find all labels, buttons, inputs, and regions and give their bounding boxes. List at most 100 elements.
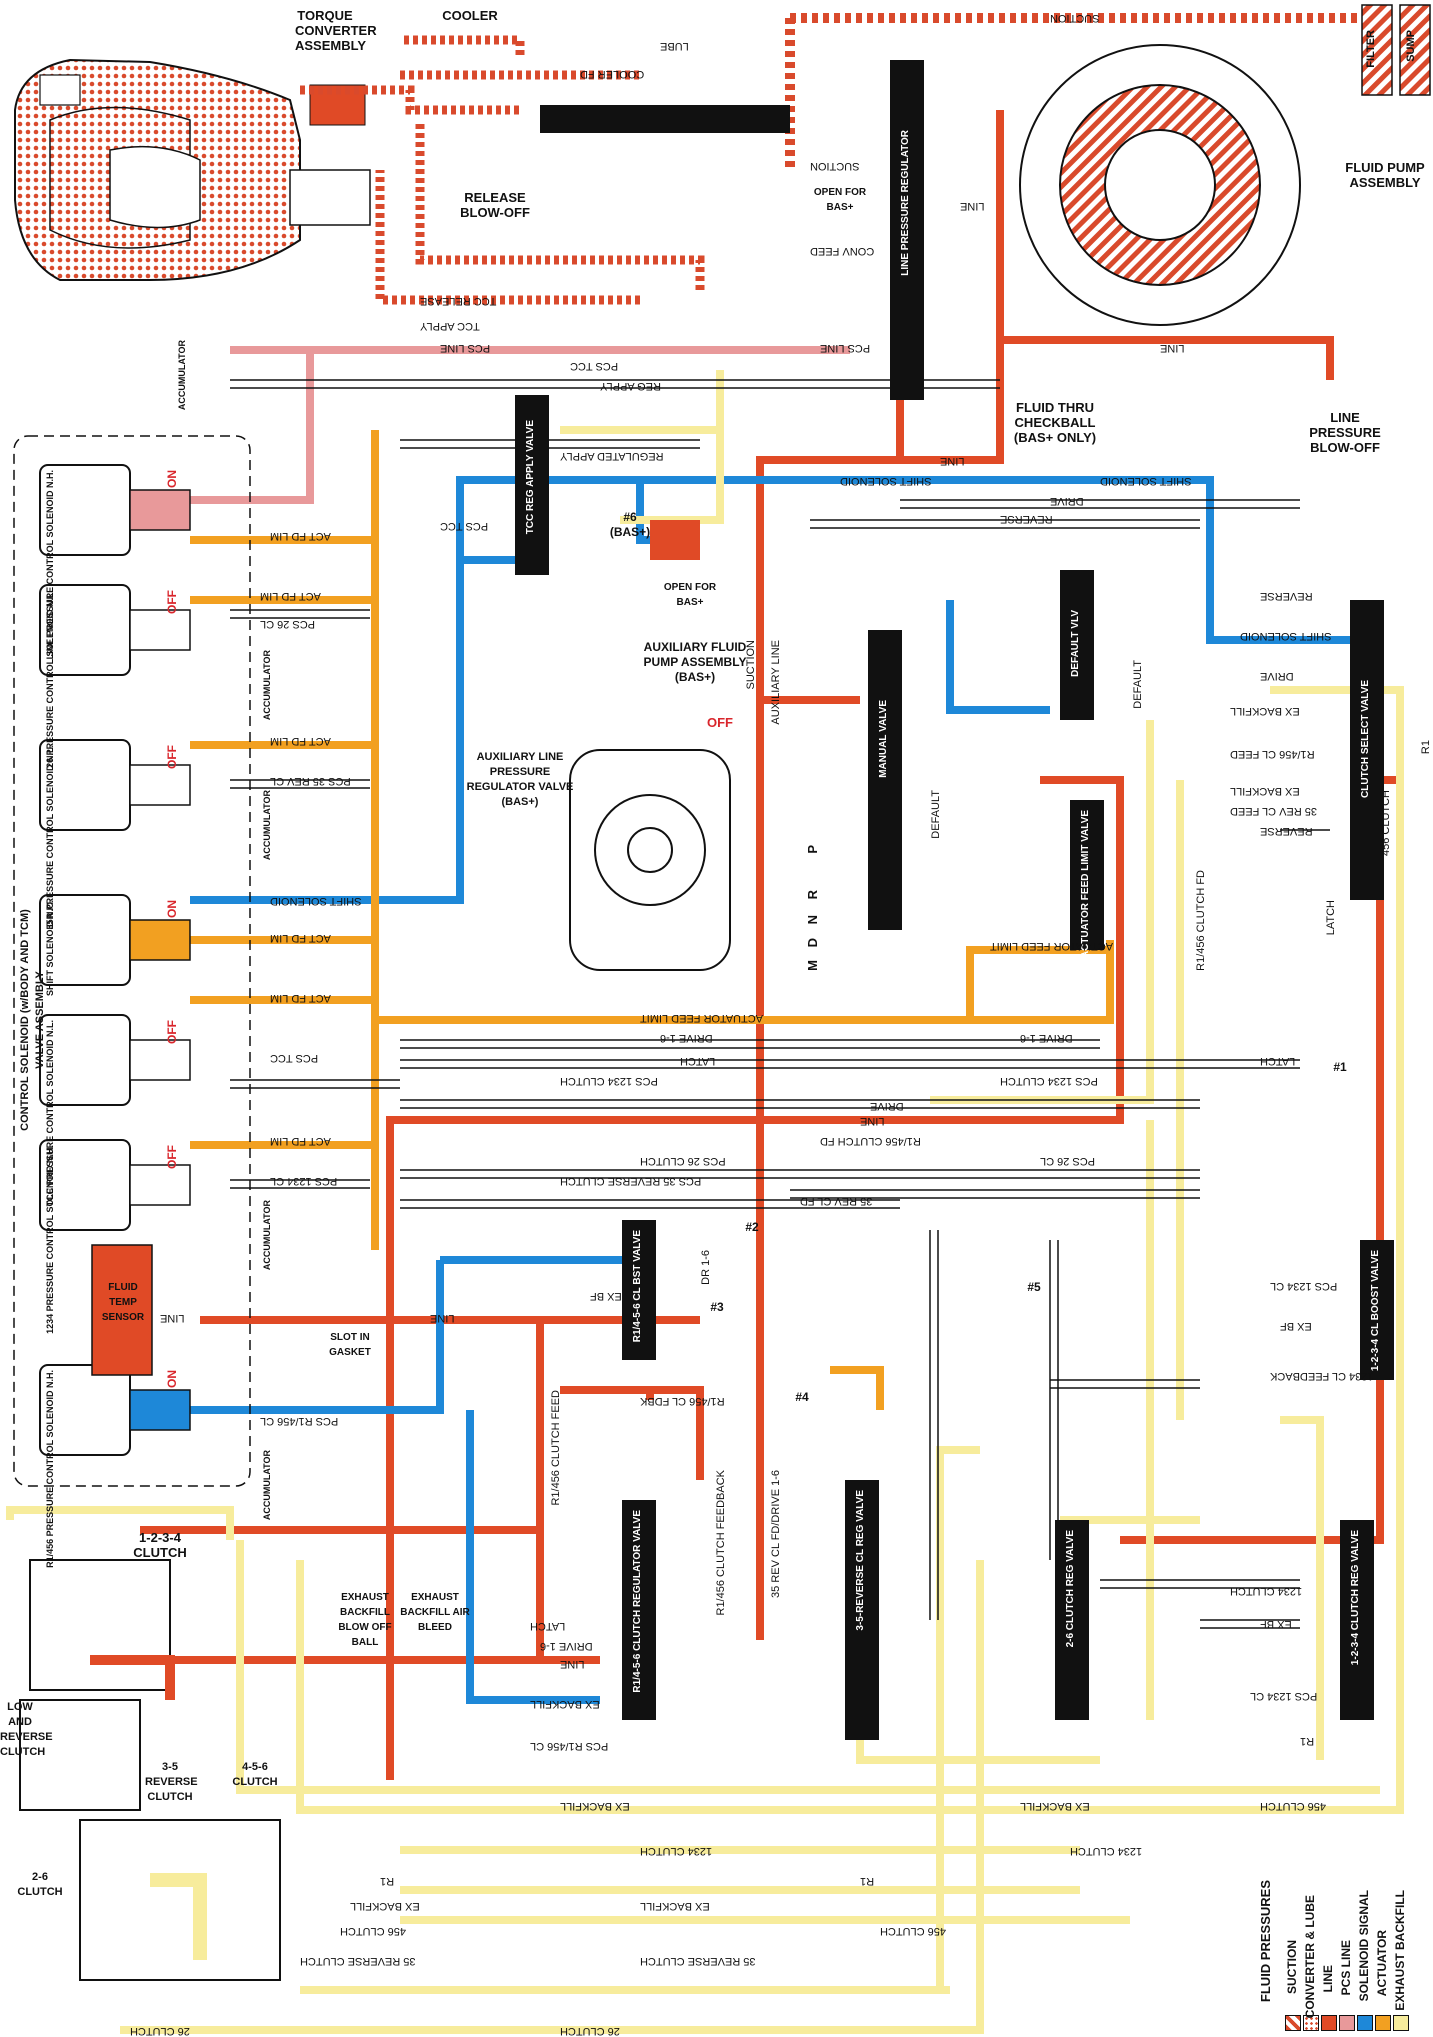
label-pcs-1234-clutch-1: PCS 1234 CLUTCH — [1000, 1075, 1098, 1087]
fluid-temp-sensor-label: FLUID TEMP SENSOR — [101, 1282, 145, 1323]
tcc-reg-apply-valve — [515, 395, 549, 575]
clutch-456-label: 4-5-6 CLUTCH — [232, 1761, 278, 1788]
manual-valve-label: MANUAL VALVE — [878, 700, 889, 778]
legend-swatch-backfill — [1393, 2015, 1409, 2031]
legend-swatch-pcs-line — [1339, 2015, 1355, 2031]
label-pcs-26-clutch: PCS 26 CLUTCH — [640, 1155, 726, 1167]
label-1234-clutch-1: 1234 CLUTCH — [1070, 1845, 1143, 1857]
solenoid-bodies — [39, 464, 191, 1456]
legend-swatch-converter — [1303, 2015, 1319, 2031]
control-solenoid-assembly-label: CONTROL SOLENOID (w/BODY AND TCM) VALVE … — [19, 909, 46, 1131]
r1456-boost-valve — [622, 1220, 656, 1360]
solenoid-6-state: OFF — [165, 1145, 179, 1169]
torque-converter-label: TORQUE CONVERTER ASSEMBLY — [295, 8, 377, 53]
line-pressure-regulator-valve — [890, 60, 924, 400]
label-shift-solenoid-1: SHIFT SOLENOID — [840, 475, 932, 487]
valve-bodies — [515, 60, 1394, 1740]
c1234-boost-valve — [1360, 1240, 1394, 1380]
label-line-2: LINE — [1160, 342, 1185, 354]
label-default-1: DEFAULT — [1132, 660, 1144, 709]
label-ex-backfill-3: EX BACKFILL — [530, 1698, 600, 1710]
label-pcs-35-rev-cl: PCS 35 REV CL — [270, 775, 351, 787]
label-default-2: DEFAULT — [930, 790, 942, 839]
label-suction-mid: SUCTION — [810, 160, 860, 172]
label-pcs-35-reverse-clutch: PCS 35 REVERSE CLUTCH — [560, 1175, 702, 1187]
legend-swatch-suction — [1285, 2015, 1301, 2031]
label-pcs-tcc-1: PCS TCC — [570, 360, 619, 372]
label-pcs-26-cl: PCS 26 CL — [260, 618, 316, 630]
accumulator-label-4: ACCUMULATOR — [262, 1200, 272, 1271]
tcc-reg-apply-label: TCC REG APPLY VALVE — [525, 420, 536, 535]
checkball-1: #1 — [1333, 1060, 1347, 1074]
clutch-packs — [19, 1559, 281, 1981]
slot-in-gasket-label: SLOT IN GASKET — [329, 1332, 371, 1358]
fluid-pump — [1019, 44, 1301, 326]
tcc-control-valve — [540, 105, 790, 133]
solenoid-5-state: OFF — [165, 1020, 179, 1044]
label-act-fd-lim-4: ACT FD LIM — [270, 932, 331, 944]
label-pcs-26-cl-2: PCS 26 CL — [1040, 1155, 1096, 1167]
label-pcs-line-1: PCS LINE — [440, 342, 491, 354]
legend-label-line: LINE — [1321, 1965, 1335, 1993]
fluid-pump-label: FLUID PUMP ASSEMBLY — [1345, 160, 1425, 190]
pcs-line-passages — [185, 346, 850, 504]
label-456-clutch-1: 456 CLUTCH — [1260, 1800, 1327, 1812]
legend-swatch-actuator — [1375, 2015, 1391, 2031]
label-r1456-cl-feed: R1/456 CL FEED — [1230, 748, 1315, 760]
solenoid-6-name: 1234 PRESSURE CONTROL SOLENOID N.H. — [45, 1145, 55, 1334]
label-pcs-r1456-cl: PCS R1/456 CL — [260, 1415, 339, 1427]
label-456-clutch-2: 456 CLUTCH — [880, 1925, 947, 1937]
line-pressure-blowoff-label: LINE PRESSURE BLOW-OFF — [1309, 410, 1381, 455]
actuator-passages — [190, 430, 1114, 1410]
auxiliary-pump — [569, 749, 731, 971]
legend-label-actuator: ACTUATOR — [1375, 1930, 1389, 1997]
label-pcs-1234-cl-2: PCS 1234 CL — [1270, 1280, 1338, 1292]
label-35-rev-cl-fd: 35 REV CL FD — [800, 1195, 873, 1207]
label-r1456-cl-fdbk: R1/456 CL FDBK — [640, 1395, 725, 1407]
label-tcc-release: TCC RELEASE — [420, 295, 497, 307]
label-456-clutch-3: 456 CLUTCH — [340, 1925, 407, 1937]
solenoid-4-state: ON — [165, 900, 179, 918]
label-r1-v: R1 — [1420, 740, 1432, 755]
label-line-7: LINE — [560, 1658, 585, 1670]
solenoid-1-state: ON — [165, 470, 179, 488]
actuator-feed-limit-label: ACTUATOR FEED LIMIT VALVE — [1080, 810, 1091, 959]
converter-lube-passages — [300, 35, 705, 305]
label-act-fd-lim-3: ACT FD LIM — [270, 735, 331, 747]
accumulator-label-3: ACCUMULATOR — [262, 790, 272, 861]
label-line-4: LINE — [860, 1115, 885, 1127]
label-latch-v: LATCH — [1325, 900, 1337, 936]
legend-label-converter: CONVERTER & LUBE — [1303, 1895, 1317, 2019]
line-pressure-regulator-label: LINE PRESSURE REGULATOR — [900, 130, 911, 276]
label-actuator-feed-limit: ACTUATOR FEED LIMIT — [640, 1012, 764, 1024]
label-r1-3: R1 — [380, 1875, 395, 1887]
label-act-fd-lim-6: ACT FD LIM — [270, 1135, 331, 1147]
label-r1456-clutch-feed: R1/456 CLUTCH FEED — [550, 1390, 562, 1506]
label-line-3: LINE — [940, 455, 965, 467]
label-pcs-line-2: PCS LINE — [820, 342, 871, 354]
r1456-boost-label: R1/4-5-6 CL BST VALVE — [632, 1230, 643, 1343]
clutch-select-valve — [1350, 600, 1384, 900]
label-26-clutch-1: 26 CLUTCH — [560, 2025, 620, 2037]
r1456-reg-valve — [622, 1500, 656, 1720]
checkball-3: #3 — [710, 1300, 724, 1314]
clutch-low-rev-label: LOW AND REVERSE CLUTCH — [0, 1701, 53, 1758]
clutch-26-label: 2-6 CLUTCH — [17, 1871, 63, 1898]
sump-label: SUMP — [1405, 30, 1417, 62]
label-latch-2: LATCH — [680, 1055, 716, 1067]
solenoid-7-state: ON — [165, 1370, 179, 1388]
label-line-1: LINE — [960, 200, 985, 212]
release-blowoff-label: RELEASE BLOW-OFF — [460, 190, 530, 220]
label-ex-bf-1: EX BF — [590, 1290, 622, 1302]
tcc-control-valve-label: TCC CONTROL VALVE — [595, 95, 703, 106]
label-reverse-1: REVERSE — [1000, 513, 1053, 525]
label-act-fd-lim-2: ACT FD LIM — [260, 590, 321, 602]
aux-line-regulator-label: AUXILIARY LINE PRESSURE REGULATOR VALVE … — [466, 751, 574, 808]
checkball-2: #2 — [745, 1220, 759, 1234]
label-drive-1-6-b: DRIVE 1-6 — [660, 1032, 713, 1044]
label-1234-clutch-r: 1234 CLUTCH — [1230, 1585, 1303, 1597]
label-pcs-1234-clutch-2: PCS 1234 CLUTCH — [560, 1075, 658, 1087]
label-latch-3: LATCH — [530, 1620, 566, 1632]
manual-pos-d: D — [805, 938, 820, 948]
